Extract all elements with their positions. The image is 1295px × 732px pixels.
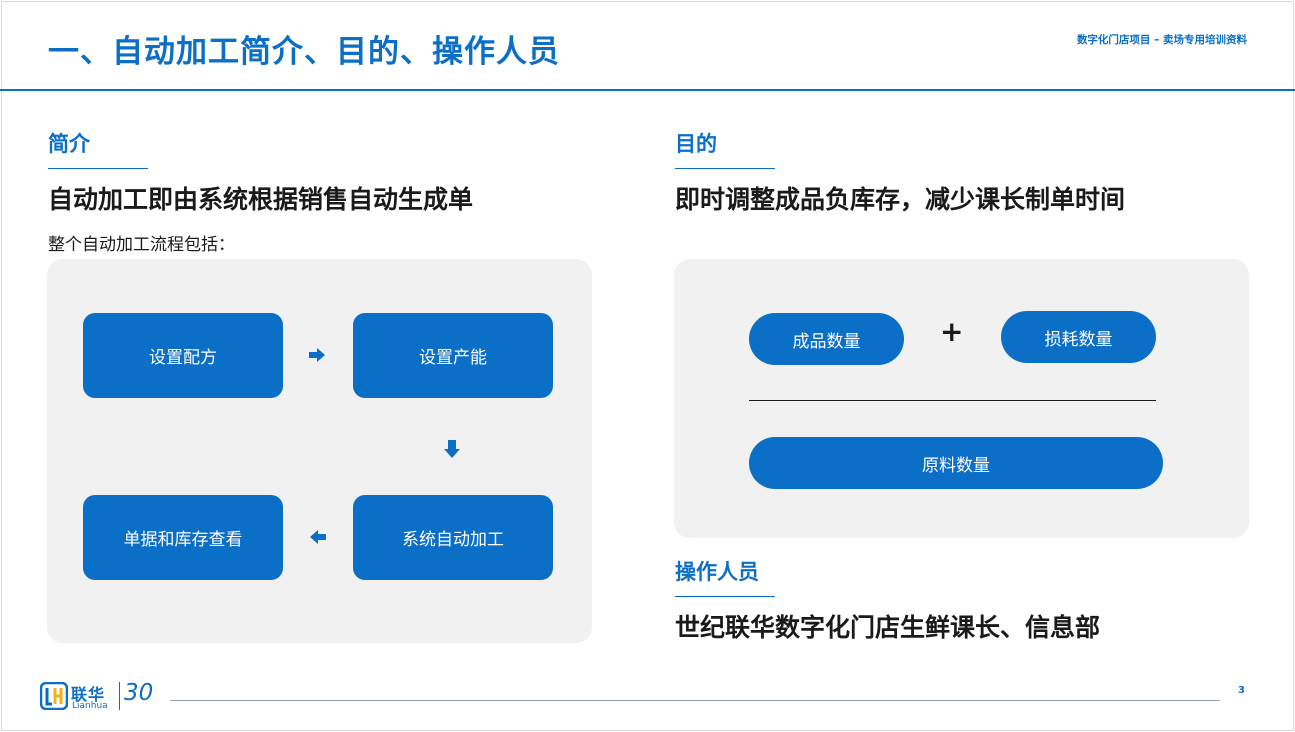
header-divider [0,89,1295,91]
arrow-down-icon [444,440,460,458]
step-set-recipe: 设置配方 [83,313,283,398]
page-number: 3 [1238,685,1245,696]
project-tag: 数字化门店项目 – 卖场专用培训资料 [1076,34,1247,46]
arrow-left-icon [310,530,326,544]
intro-heading: 简介 [48,132,90,156]
finished-qty-pill: 成品数量 [749,313,904,365]
logo-en-text: Lianhua [72,701,108,711]
lianhua-logo: 联华 Lianhua 30 [40,680,175,716]
fraction-line [749,400,1156,401]
operators-heading-underline [675,596,775,597]
lianhua-logo-icon [40,682,68,710]
step-label: 系统自动加工 [402,530,504,550]
footer-divider [170,700,1220,701]
pill-label: 成品数量 [792,331,861,352]
plus-sign: + [940,315,964,348]
process-panel: 设置配方 设置产能 系统自动加工 单据和库存查看 [47,259,592,643]
formula-panel: 成品数量 + 损耗数量 原料数量 [674,259,1249,538]
purpose-lead: 即时调整成品负库存，减少课长制单时间 [675,185,1126,214]
logo-separator [119,682,120,710]
step-label: 设置配方 [149,348,217,368]
step-view-documents: 单据和库存查看 [83,495,283,580]
operators-lead: 世纪联华数字化门店生鲜课长、信息部 [675,613,1101,642]
step-set-capacity: 设置产能 [353,313,553,398]
pill-label: 原料数量 [922,455,990,476]
anniversary-30-mark: 30 [124,680,154,706]
logo-cn-text: 联华 [71,685,106,704]
arrow-right-icon [309,348,325,362]
intro-sub: 整个自动加工流程包括： [48,235,235,255]
operators-heading: 操作人员 [675,560,759,584]
purpose-heading-underline [675,168,775,169]
pill-label: 损耗数量 [1044,329,1113,350]
step-auto-process: 系统自动加工 [353,495,553,580]
step-label: 设置产能 [419,348,487,368]
intro-heading-underline [48,168,148,169]
loss-qty-pill: 损耗数量 [1001,311,1156,363]
intro-lead: 自动加工即由系统根据销售自动生成单 [48,185,474,214]
raw-material-qty-pill: 原料数量 [749,437,1163,489]
purpose-heading: 目的 [675,132,717,156]
step-label: 单据和库存查看 [123,530,243,550]
page-title: 一、自动加工简介、目的、操作人员 [48,34,560,70]
